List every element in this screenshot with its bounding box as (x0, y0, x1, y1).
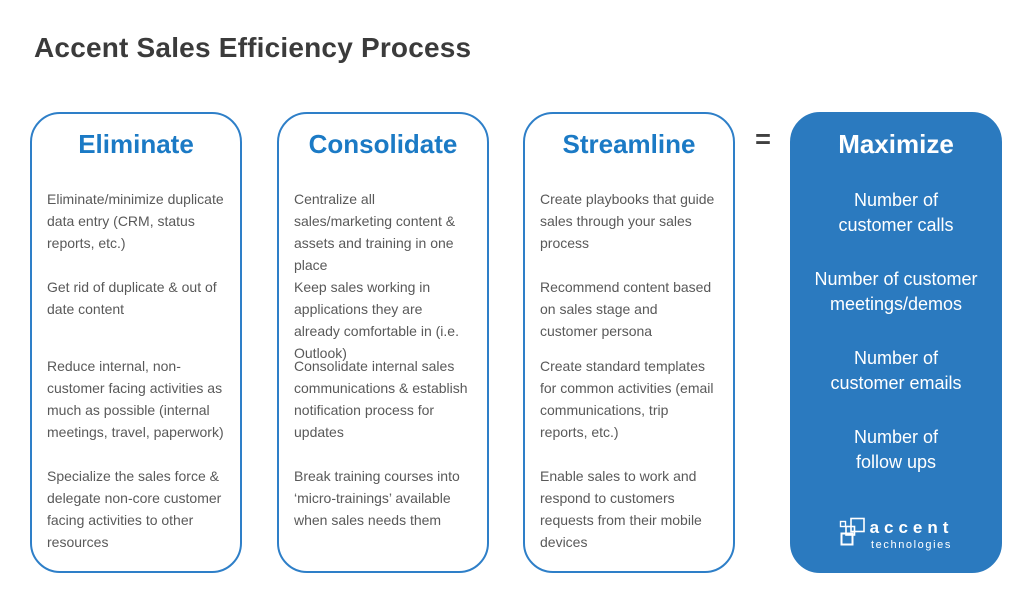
logo-name: accent (869, 518, 954, 537)
card-item: Reduce internal, non-customer facing act… (47, 357, 224, 440)
card-item: Specialize the sales force & delegate no… (47, 467, 222, 550)
card-item: Recommend content based on sales stage a… (540, 278, 712, 339)
card-body: Create playbooks that guide sales throug… (525, 188, 733, 553)
card-item: Break training courses into ‘micro-train… (294, 467, 460, 528)
page-title: Accent Sales Efficiency Process (34, 32, 472, 63)
process-card-eliminate: Eliminate Eliminate/minimize duplicate d… (30, 112, 242, 573)
process-card-consolidate: Consolidate Centralize all sales/marketi… (277, 112, 489, 573)
card-heading: Eliminate (78, 129, 194, 159)
card-item: Get rid of duplicate & out of date conte… (47, 278, 217, 317)
accent-squares-icon (839, 517, 865, 546)
card-heading: Streamline (562, 129, 696, 159)
card-item: Consolidate internal sales communication… (294, 357, 468, 440)
card-body: Eliminate/minimize duplicate data entry … (32, 188, 240, 553)
card-body: Number of customer calls Number of custo… (792, 188, 1000, 475)
card-item: Number of customer meetings/demos (814, 268, 978, 314)
equals-sign: = (755, 124, 771, 154)
card-item: Eliminate/minimize duplicate data entry … (47, 190, 224, 251)
card-item: Keep sales working in applications they … (294, 278, 459, 361)
card-heading: Maximize (838, 129, 954, 159)
card-item: Centralize all sales/marketing content &… (294, 190, 456, 273)
process-card-maximize: Maximize Number of customer calls Number… (790, 112, 1002, 573)
card-item: Number of customer emails (830, 347, 962, 393)
accent-logo: accent technologies (792, 517, 1000, 551)
card-item: Create standard templates for common act… (540, 357, 714, 440)
card-item: Number of follow ups (853, 426, 939, 472)
card-item: Number of customer calls (838, 189, 954, 235)
accent-logo-text: accent technologies (870, 519, 954, 551)
card-heading: Consolidate (308, 129, 458, 159)
logo-subtext: technologies (871, 539, 952, 551)
process-card-streamline: Streamline Create playbooks that guide s… (523, 112, 735, 573)
card-item: Enable sales to work and respond to cust… (540, 467, 702, 550)
card-item: Create playbooks that guide sales throug… (540, 190, 715, 251)
card-body: Centralize all sales/marketing content &… (279, 188, 487, 531)
